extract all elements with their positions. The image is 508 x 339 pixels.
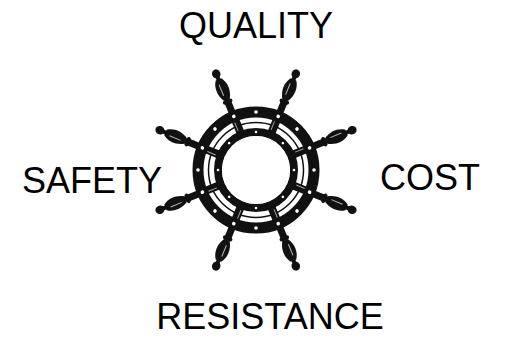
label-text: SAFETY <box>22 163 162 199</box>
inner-spoke <box>268 119 280 134</box>
inner-spoke <box>232 119 244 134</box>
inner-spoke <box>292 182 307 194</box>
wheel-rim <box>198 112 314 228</box>
inner-spoke <box>268 206 280 221</box>
wheel-handle <box>153 123 203 153</box>
label-text: QUALITY <box>179 8 333 44</box>
inner-spoke <box>232 206 244 221</box>
wheel-handle <box>273 67 303 117</box>
wheel-handle <box>209 223 239 273</box>
middle-ring <box>209 123 304 218</box>
rim-bolts <box>196 110 316 230</box>
wheel-handles <box>153 67 359 273</box>
inner-spoke <box>205 182 220 194</box>
label-text: COST <box>380 160 480 196</box>
wheel-handle <box>209 67 239 117</box>
outer-rim <box>198 112 314 228</box>
label-text: RESISTANCE <box>156 299 383 335</box>
inner-spoke <box>205 146 220 158</box>
wheel-handle <box>309 123 359 153</box>
inner-spoke <box>292 146 307 158</box>
inner-ring <box>218 132 294 208</box>
hub-opening <box>222 136 290 204</box>
wheel-handle <box>309 187 359 217</box>
wheel-handle <box>273 223 303 273</box>
inner-spokes <box>205 119 308 222</box>
